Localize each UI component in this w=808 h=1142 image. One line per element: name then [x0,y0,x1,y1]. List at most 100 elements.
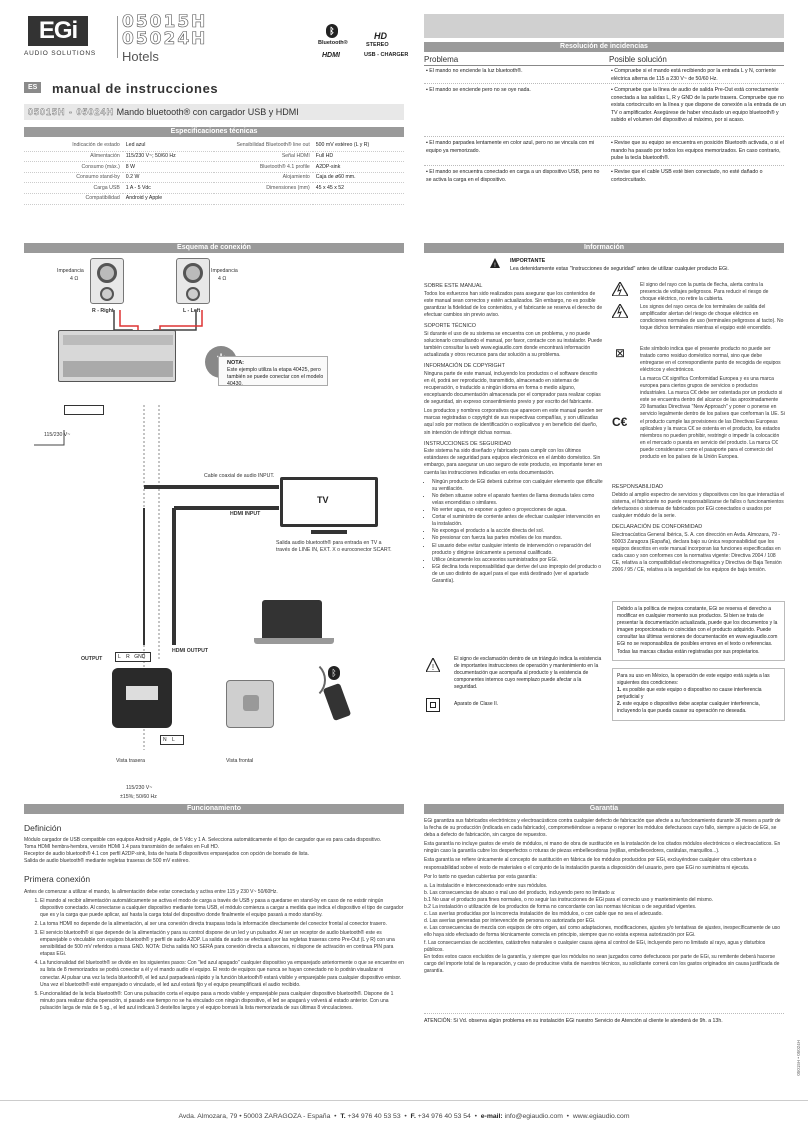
spec-key: Consumo (máx.) [24,161,123,173]
output-label: OUTPUT [81,656,103,662]
spec-key: Bluetooth® 4.1 profile [213,161,313,173]
spec-value: Led azul [122,141,214,152]
mains-terminal [64,405,104,415]
note-title: NOTA: [227,360,245,366]
svg-text:!: ! [494,263,496,268]
footer-tel: +34 976 40 53 53 [347,1113,401,1120]
speaker-woofer [183,263,203,283]
declaration-text: Electroacústica General Ibérica, S. A. c… [612,531,782,574]
module-rear-view [112,668,172,728]
bluetooth-icon: ᛒ [326,24,338,38]
important-title: IMPORTANTE [510,258,546,264]
spec-key [213,193,313,205]
warning-icon: ! [490,258,500,269]
exclamation-triangle-icon: ! [425,656,441,675]
warranty-body: EGi garantiza sus fabricados electrónico… [424,818,784,977]
warranty-item: f. Las consecuencias de accidentes, catá… [424,939,766,953]
spec-key: Consumo stand-by [24,172,123,184]
hdmi-logo-label: HDMI [322,52,340,59]
safety-item: EGi declina toda responsabilidad que der… [432,564,604,585]
warranty-header: Garantía [424,804,784,814]
attention-line: ATENCIÓN: Si Vd. observa algún problema … [424,1013,784,1025]
bluetooth-button [243,695,259,711]
amplifier-unit [58,330,176,382]
definition-line: Toma HDMI hembra-hembra, versión HDMI 1.… [24,844,220,851]
schema-header: Esquema de conexión [24,243,404,253]
terminal-n: N [163,737,167,743]
improvement-box: Debido a la política de mejora constante… [612,601,785,661]
row-separator [424,136,784,137]
mexico-box: Para su uso en México, la operación de e… [612,668,785,721]
step-item: La funcionalidad del bluetooth® se divid… [40,960,404,988]
mains2-label: 115/230 V~ [126,785,153,791]
spec-value [312,193,404,205]
bluetooth-icon: ᛒ [328,666,340,680]
important-text: Lea detenidamente estas "Instrucciones d… [510,266,729,272]
header-band [424,14,784,38]
ce-mark-icon: C€ [612,415,628,429]
specs-header: Especificaciones técnicas [24,127,404,137]
tv-screen: TV [280,477,378,527]
header-divider [117,16,118,58]
amplifier-front [63,361,173,377]
spec-key: Carga USB [24,182,123,195]
declaration-heading: DECLARACIÓN DE CONFORMIDAD [612,524,703,531]
footer-email[interactable]: info@egiaudio.com [504,1113,563,1120]
spec-value: Full HD [312,151,404,163]
mexico-intro: Para su uso en México, la operación de e… [617,673,770,687]
footer-address: Avda. Almozara, 79 • 50003 ZARAGOZA - Es… [178,1113,331,1120]
responsibility-heading: RESPONSABILIDAD [612,484,663,490]
spec-key: Indicación de estado [24,141,123,152]
definition-heading: Definición [24,823,62,833]
coax-label: Cable coaxial de audio INPUT. [204,473,275,479]
ohm-left-label: 4 Ω [70,276,79,282]
speaker-left [176,258,210,304]
first-connection-steps: El mando al recibir alimentación automát… [32,898,404,1012]
manual-title: manual de instrucciones [52,81,219,96]
ohm-right-label: 4 Ω [218,276,227,282]
spec-value: 115/230 V~; 50/60 Hz [122,151,214,163]
model-line-codes: 05015H - 05024H [28,107,115,117]
footer-web[interactable]: www.egiaudio.com [572,1113,630,1120]
problem-item: El mando se enciende pero no se oye nada… [426,87,601,95]
module-front-view [226,680,274,728]
terminal-lightning-icon [610,302,630,321]
terminal-r: R [126,654,130,660]
laptop-icon [262,600,322,638]
mexico-condition-2-text: este equipo o dispositivo debe aceptar c… [617,701,760,715]
row-separator [424,83,784,84]
class-two-text: Aparato de Clase II. [454,701,499,707]
model-line: 05015H - 05024H Mando bluetooth® con car… [24,104,404,120]
warranty-item: a. La instalación e interconexionado ent… [424,882,548,889]
safety-item: No presionar con fuerza las partes móvil… [432,535,604,542]
spec-key: Dimensiones (mm) [213,182,313,195]
module-label [126,686,158,700]
warranty-item: b. Las consecuencias de abuso o mal uso … [424,889,616,896]
solution-heading: Posible solución [609,55,667,64]
footer: Avda. Almozara, 79 • 50003 ZARAGOZA - Es… [178,1113,630,1120]
speaker-tweeter [100,287,114,301]
step-item: El mando al recibir alimentación automát… [40,898,404,919]
definition-lines: Módulo cargador de USB compatible con eq… [24,837,404,865]
spec-key: Sensibilidad Bluetooth® line out [213,141,313,152]
output-terminal: L R GND [115,652,151,662]
impedance-right-label: Impedancia [211,268,238,274]
safety-item: No deben situarse sobre el aparato fuent… [432,493,604,507]
tv-stand [311,530,347,534]
spec-key: Compatibilidad [24,193,123,205]
spec-value: 0.2 W [122,172,214,184]
spec-value: A2DP-sink [312,161,404,173]
ce-text: La marca C€ significa Conformidad Europe… [640,376,785,461]
doc-code: 05015H • 05024H [796,1040,801,1076]
note-box: NOTA: Este ejemplo utiliza la etapa 4042… [218,356,328,387]
speaker-tweeter [186,287,200,301]
footer-email-label: e-mail: [480,1113,503,1120]
laptop-base [254,638,334,644]
warranty-p5: En todos estos casos excluidos de la gar… [424,953,780,974]
mexico-condition-1-text: es posible que este equipo o dispositivo… [617,687,762,701]
impedance-left-label: Impedancia [57,268,84,274]
terminal-lightning-text: Los signos del rayo cerca de los termina… [640,304,784,332]
info-header: Información [424,243,784,253]
